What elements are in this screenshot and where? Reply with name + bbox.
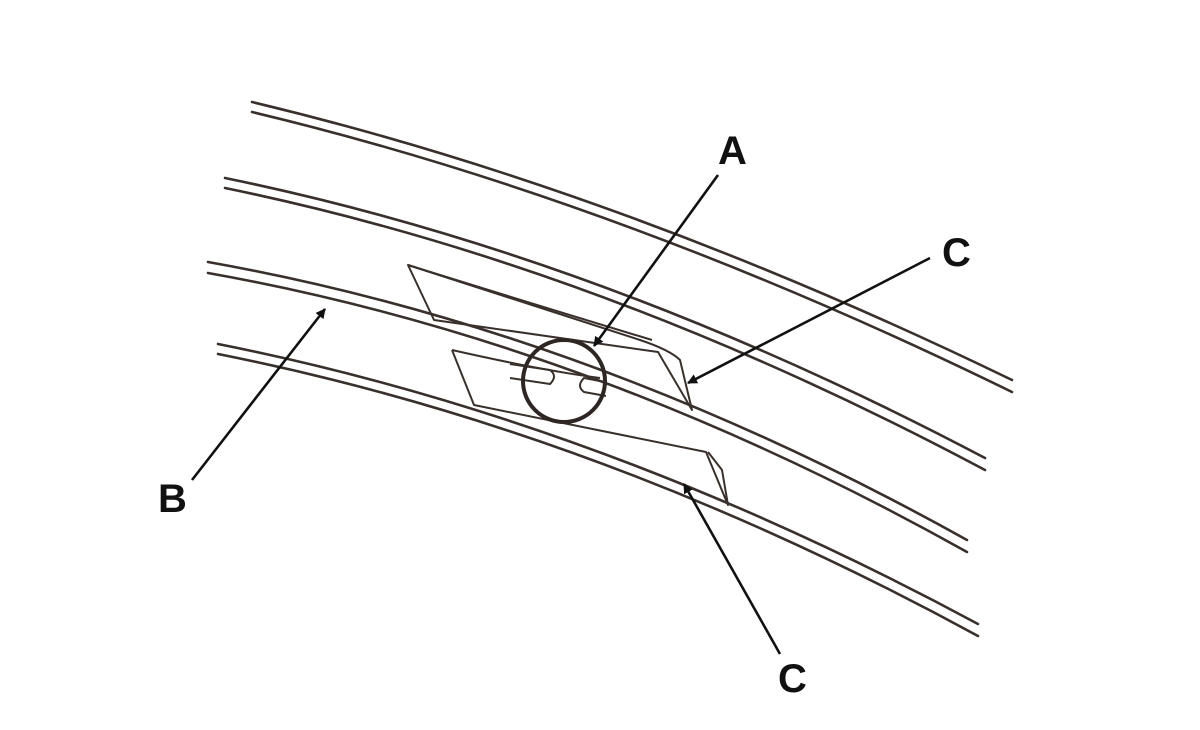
latch-slot-right <box>579 377 607 397</box>
latch-slot-left <box>509 363 555 385</box>
clip-upper-tab <box>407 264 693 411</box>
rail-bottom <box>216 342 980 638</box>
latch-circle <box>521 338 607 424</box>
callout-c-upper: C <box>942 231 971 275</box>
leader-a <box>592 174 720 347</box>
callout-b: B <box>158 477 187 521</box>
leader-c-upper <box>687 256 931 385</box>
rail-top <box>250 100 1014 394</box>
rail-second <box>223 176 987 472</box>
callout-a: A <box>718 129 747 173</box>
callout-c-lower: C <box>778 657 807 701</box>
leader-c-lower <box>682 483 782 655</box>
clip-lower-tab <box>451 349 729 506</box>
leader-b <box>190 308 327 481</box>
clip-upper-tab-edge <box>407 264 653 341</box>
